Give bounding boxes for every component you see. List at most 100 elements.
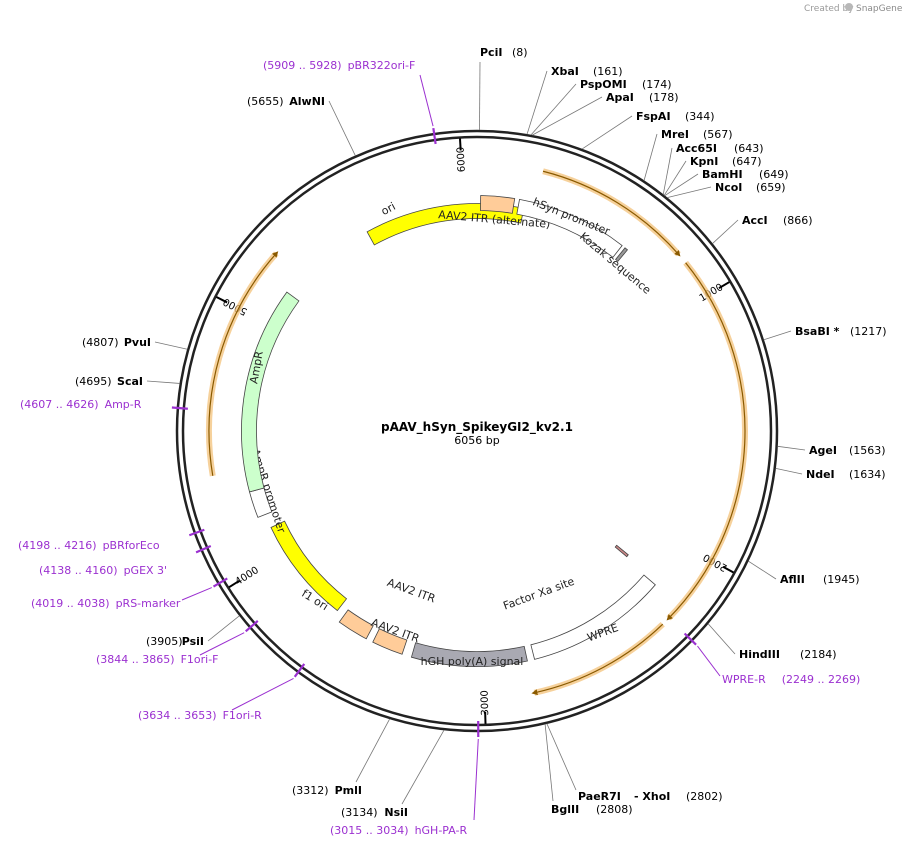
primer-range: (4607 .. 4626): [20, 398, 99, 411]
site-position: (659): [756, 181, 786, 194]
site-fspai: FspAI(344): [581, 110, 715, 150]
site-nsii: NsiI(3134): [341, 729, 445, 819]
site-leader-line: [526, 70, 548, 135]
feature-label-factor-xa-site: Factor Xa site: [501, 575, 576, 613]
primer-leader-line: [231, 677, 294, 711]
feature-arc-kozak-sequence: [615, 247, 629, 262]
site-leader-line: [355, 718, 390, 783]
primer-mark: [683, 632, 697, 646]
site-leader-line: [663, 160, 687, 196]
plasmid-size: 6056 bp: [454, 434, 499, 447]
primer-f1ori-f: (3844 .. 3865) F1ori-F: [96, 620, 259, 666]
site-leader-line: [154, 341, 188, 350]
site-pspomi: PspOMI(174): [530, 78, 672, 136]
site-leader-line: [146, 380, 180, 384]
feature-hgh-poly-a-signal: hGH poly(A) signal: [410, 642, 528, 668]
site-name: PvuI: [124, 336, 151, 349]
site-position: (3312): [292, 784, 329, 797]
site-position: (866): [783, 214, 813, 227]
site-position: (649): [759, 168, 789, 181]
site-agei: AgeI (1563): [777, 444, 886, 457]
site-position: (643): [734, 142, 764, 155]
primer-name: pRS-marker: [116, 597, 181, 610]
primer-prs-marker: (4019 .. 4038)pRS-marker: [31, 577, 228, 610]
backbone-ring: [175, 129, 779, 733]
site-leader-line: [748, 560, 777, 580]
primer-range: (3634 .. 3653): [138, 709, 217, 722]
site-name: ScaI: [117, 375, 143, 388]
center-label: pAAV_hSyn_SpikeyGI2_kv2.1 6056 bp: [381, 420, 573, 447]
primer-range: (3015 .. 3034): [330, 824, 409, 837]
site-name: PaeR7I: [578, 790, 621, 803]
tick-label: 3000: [480, 690, 492, 716]
site-name: XbaI: [551, 65, 579, 78]
site-leader-line: [530, 83, 577, 136]
feature-label-ori: ori: [379, 200, 398, 218]
site-position: (2802): [686, 790, 723, 803]
primer-leader-line: [473, 738, 479, 821]
primer-label: (4607 .. 4626) Amp-R: [20, 398, 142, 411]
site-psii: PsiI(3905): [146, 615, 240, 648]
primer-leader-line: [181, 587, 212, 601]
primer-label: (3844 .. 3865) F1ori-F: [96, 653, 219, 666]
primer-name: Amp-R: [105, 398, 142, 411]
site-name: BamHI: [702, 168, 743, 181]
primer-wpre-r: WPRE-R(2249 .. 2269): [683, 632, 861, 686]
primer-label: (5909 .. 5928)pBR322ori-F: [263, 59, 415, 72]
site-leader-line: [643, 133, 658, 181]
site-paer7i: PaeR7I: [546, 723, 621, 803]
site-name: Acc65I: [676, 142, 717, 155]
site-alwni: AlwNI(5655): [247, 95, 356, 156]
site-leader-line: [667, 186, 712, 199]
primer-name: F1ori-F: [181, 653, 219, 666]
snapgene-logo-icon: [845, 3, 853, 11]
feature-factor-xa-site: Factor Xa site: [501, 544, 629, 613]
primer-pbrforeco: (4198 .. 4216)pBRforEco: [18, 528, 205, 552]
site-hindiii: HindIII(2184): [707, 623, 837, 661]
site-scai: ScaI (4695): [75, 375, 180, 388]
site-position: (567): [703, 128, 733, 141]
site-name: AgeI: [809, 444, 837, 457]
feature-arc-hsyn-promoter: [516, 198, 623, 258]
feature-arc-aav2-itr: [372, 628, 408, 655]
site-position: (1563): [849, 444, 886, 457]
site-name: AccI: [742, 214, 768, 227]
feature-label-aav2-itr: AAV2 ITR: [385, 576, 437, 606]
primer-mark: [188, 528, 205, 537]
orf-direction-line: [208, 251, 279, 476]
feature-arc-ori: [366, 203, 525, 246]
site-position: (4695): [75, 375, 112, 388]
feature-arc-ampr: [241, 291, 300, 493]
site-name: KpnI: [690, 155, 718, 168]
feature-f1-ori: f1 ori: [270, 520, 348, 613]
primer-label: (4019 .. 4038)pRS-marker: [31, 597, 181, 610]
site-mrei: MreI(567): [643, 128, 733, 181]
primer-label: (4138 .. 4160)pGEX 3': [39, 564, 167, 577]
site-position: (1217): [850, 325, 887, 338]
orf-direction-line: [542, 170, 681, 257]
primer-range: (3844 .. 3865): [96, 653, 175, 666]
backbone-outer-strand: [175, 129, 779, 733]
backbone-inner-strand: [181, 135, 773, 727]
site-name: PsiI: [182, 635, 204, 648]
primer-name: pGEX 3': [124, 564, 168, 577]
primer-range: (2249 .. 2269): [782, 673, 861, 686]
site-position: (5655): [247, 95, 284, 108]
primer-mark: [293, 663, 306, 678]
site-ndei: NdeI(1634): [775, 467, 886, 481]
feature-arc-aav2-itr-alternate: [480, 195, 516, 214]
site-leader-line: [544, 724, 554, 802]
restriction-sites: PciI(8)XbaI(161)PspOMI(174)ApaI(178)FspA…: [75, 46, 887, 819]
primer-mark: [171, 406, 188, 410]
feature-ampr: AmpR: [241, 291, 300, 493]
credit-brand: SnapGene: [856, 4, 902, 14]
site-pvui: PvuI (4807): [82, 336, 188, 350]
site-apai: ApaI(178): [532, 91, 679, 136]
orf-arc: [666, 260, 748, 621]
site-position: (4807): [82, 336, 119, 349]
site-acc65i: Acc65I (643): [662, 142, 764, 195]
primer-f1ori-r: (3634 .. 3653)F1ori-R: [138, 663, 306, 722]
site-name: PmlI: [335, 784, 362, 797]
site-position: (2808): [596, 803, 633, 816]
